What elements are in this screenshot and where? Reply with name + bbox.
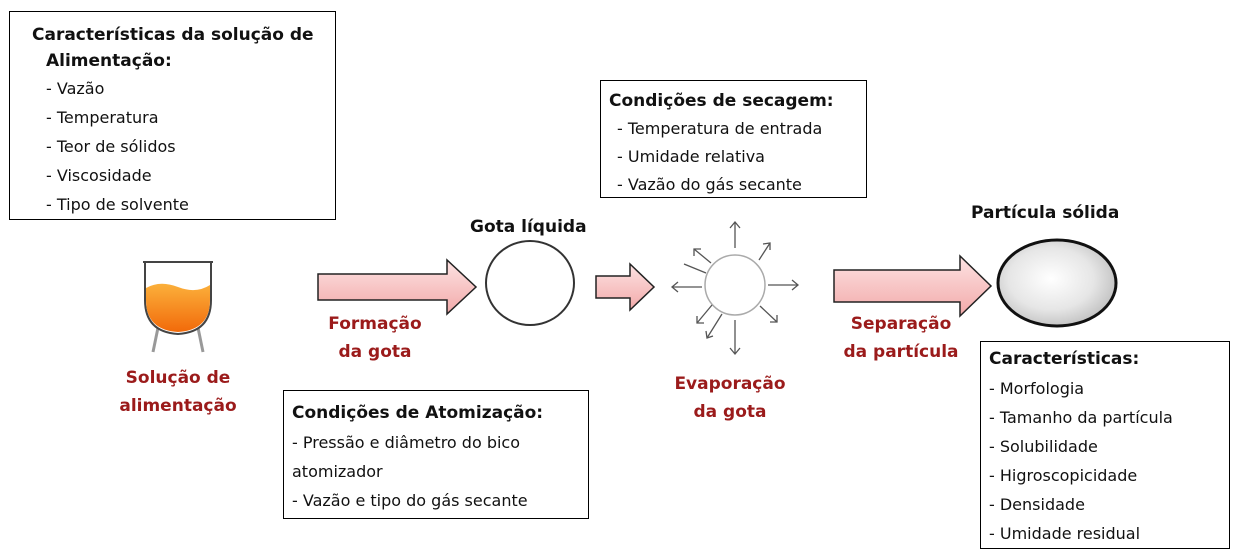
feed-characteristics-box: Características da solução de Alimentaçã… — [9, 11, 336, 220]
feed-solution-label-line2: alimentação — [119, 396, 237, 416]
drop-formation-label-line1: Formação — [328, 314, 422, 334]
list-item: - Viscosidade — [46, 166, 152, 185]
drying-box-title: Condições de secagem: — [609, 91, 834, 111]
drop-evaporation-label-line2: da gota — [693, 402, 767, 422]
list-item: - Teor de sólidos — [46, 137, 176, 156]
particle-separation-label: Separação da partícula — [826, 310, 976, 366]
particle-separation-label-line1: Separação — [850, 314, 952, 334]
feed-box-title-line2: Alimentação: — [46, 51, 172, 71]
particle-characteristics-box: Características: - Morfologia - Tamanho … — [980, 341, 1230, 549]
liquid-drop-circle — [485, 240, 575, 326]
solid-particle-icon — [996, 238, 1118, 328]
liquid-drop-label: Gota líquida — [470, 217, 587, 237]
list-item: - Morfologia — [989, 379, 1085, 398]
solid-particle-label: Partícula sólida — [971, 203, 1120, 223]
list-item: - Umidade relativa — [617, 147, 765, 166]
list-item: - Vazão e tipo do gás secante — [292, 491, 528, 510]
particle-box-title: Características: — [989, 349, 1140, 369]
feed-solution-label-line1: Solução de — [125, 368, 231, 388]
drop-evaporation-label-line1: Evaporação — [674, 374, 786, 394]
particle-separation-label-line2: da partícula — [843, 342, 959, 362]
list-item: - Temperatura — [46, 108, 159, 127]
feed-vessel-icon — [143, 261, 213, 353]
arrow-formation — [317, 258, 478, 316]
list-item: - Tipo de solvente — [46, 195, 189, 214]
list-item: - Tamanho da partícula — [989, 408, 1173, 427]
arrow-to-evaporation — [595, 262, 656, 312]
drying-conditions-box: Condições de secagem: - Temperatura de e… — [600, 80, 867, 198]
list-item: - Solubilidade — [989, 437, 1098, 456]
arrow-separation — [833, 254, 993, 318]
feed-solution-label: Solução de alimentação — [108, 364, 248, 420]
atomization-conditions-box: Condições de Atomização: - Pressão e diâ… — [283, 390, 589, 519]
evaporating-drop-icon — [670, 220, 800, 356]
list-item: - Higroscopicidade — [989, 466, 1138, 485]
feed-box-title-line1: Características da solução de — [32, 25, 314, 45]
list-item: - Umidade residual — [989, 524, 1141, 543]
list-item: - Temperatura de entrada — [617, 119, 823, 138]
list-item: - Vazão — [46, 79, 105, 98]
atomization-box-title: Condições de Atomização: — [292, 403, 544, 423]
list-item: - Vazão do gás secante — [617, 175, 802, 194]
drop-formation-label: Formação da gota — [315, 310, 435, 366]
list-item: - Densidade — [989, 495, 1085, 514]
list-item: atomizador — [292, 462, 383, 481]
drop-formation-label-line2: da gota — [338, 342, 412, 362]
drop-evaporation-label: Evaporação da gota — [660, 370, 800, 426]
list-item: - Pressão e diâmetro do bico — [292, 433, 521, 452]
